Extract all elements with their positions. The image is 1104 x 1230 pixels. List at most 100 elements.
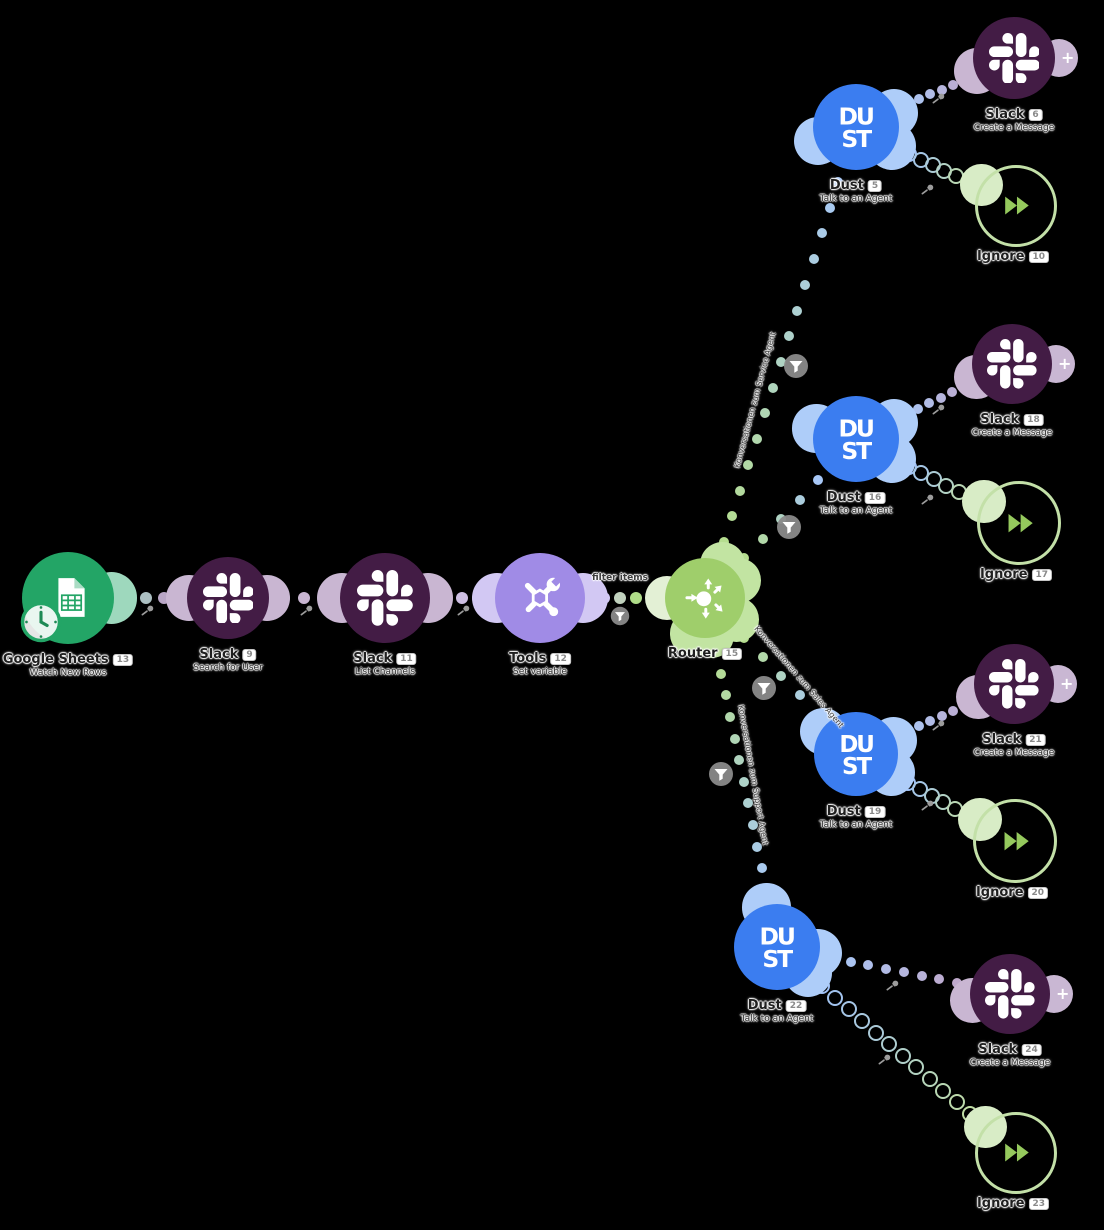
connection-filter-label[interactable]: Konversationen zum Service Agent <box>732 331 778 469</box>
svg-text:DU: DU <box>839 732 873 758</box>
node-order-badge: 18 <box>1023 414 1044 426</box>
node-name: Ignore <box>976 249 1025 264</box>
filter-funnel-icon[interactable] <box>751 675 777 701</box>
connection-dot <box>752 841 763 852</box>
connection-dot <box>925 716 936 726</box>
node-name: Ignore <box>979 567 1028 582</box>
node-order-badge: 12 <box>550 653 571 665</box>
add-module-plus-icon[interactable]: + <box>1058 354 1072 373</box>
node-order-badge: 16 <box>864 492 886 504</box>
node-router[interactable] <box>665 558 745 638</box>
connection-dot <box>743 459 754 470</box>
connection-dot <box>824 202 835 213</box>
wrench-icon[interactable] <box>921 184 934 196</box>
node-order-badge: 23 <box>1028 1198 1050 1210</box>
node-ignore-2[interactable] <box>977 481 1061 565</box>
connection-dot <box>854 1012 871 1029</box>
node-slack-search-user[interactable] <box>187 557 269 639</box>
slack-icon <box>202 572 254 624</box>
connection-dot <box>747 820 758 831</box>
connection-dot <box>757 652 768 662</box>
connection-dot <box>751 434 762 445</box>
node-name: Slack <box>980 412 1020 427</box>
slack-icon <box>357 570 413 626</box>
node-order-badge: 9 <box>242 649 257 661</box>
node-subtitle: Set variable <box>513 667 567 677</box>
connection-dot <box>916 970 927 981</box>
connection-dot <box>757 533 768 544</box>
connection-dot <box>881 1036 898 1053</box>
wrench-icon[interactable] <box>921 494 934 506</box>
svg-text:DU: DU <box>839 415 873 443</box>
connection-dot <box>914 721 925 731</box>
wrench-icon[interactable] <box>457 605 470 617</box>
wrench-icon[interactable] <box>886 980 899 992</box>
node-name: Dust <box>829 178 864 193</box>
node-subtitle: Create a Message <box>973 123 1055 133</box>
connection-dot <box>776 671 786 681</box>
connection-dot <box>816 228 827 239</box>
node-order-badge: 22 <box>785 1000 807 1012</box>
wrench-icon[interactable] <box>921 800 934 812</box>
connection-dot <box>946 387 957 398</box>
connection-filter-label[interactable]: filter items <box>592 573 648 583</box>
connection-dot <box>735 485 746 496</box>
node-slack-create-message-2[interactable] <box>972 324 1052 404</box>
node-slack-list-channels[interactable] <box>340 553 430 643</box>
connection-dot <box>784 331 795 342</box>
node-order-badge: 15 <box>721 648 743 660</box>
router-icon <box>680 573 730 623</box>
node-order-badge: 5 <box>867 180 883 192</box>
add-module-plus-icon[interactable]: + <box>1061 48 1075 67</box>
wrench-icon[interactable] <box>141 605 154 617</box>
connection-dot <box>833 177 843 187</box>
node-subtitle: Watch New Rows <box>29 668 107 678</box>
node-slack-create-message-3[interactable] <box>974 644 1054 724</box>
slack-icon <box>989 659 1039 709</box>
filter-funnel-icon[interactable] <box>776 514 802 540</box>
node-name: Router <box>667 646 718 661</box>
sheets-icon <box>39 569 96 626</box>
connection-dot <box>948 1094 965 1111</box>
filter-funnel-icon[interactable] <box>610 606 630 626</box>
node-slack-create-message-1[interactable] <box>973 17 1055 99</box>
node-ignore-4[interactable] <box>975 1112 1057 1194</box>
node-name: Google Sheets <box>2 652 109 667</box>
wrench-icon[interactable] <box>932 720 945 732</box>
node-name: Tools <box>509 651 547 666</box>
filter-funnel-icon[interactable] <box>783 353 809 379</box>
node-order-badge: 13 <box>112 654 134 666</box>
svg-text:ST: ST <box>763 945 794 973</box>
node-ignore-1[interactable] <box>975 165 1057 247</box>
connection-dot <box>614 592 626 604</box>
node-ignore-3[interactable] <box>973 799 1057 883</box>
node-name: Dust <box>826 804 861 819</box>
node-name: Dust <box>747 998 782 1013</box>
wrench-icon[interactable] <box>878 1054 891 1066</box>
wrench-icon[interactable] <box>300 605 313 617</box>
connection-dot <box>936 711 947 721</box>
node-tools-set-variable[interactable] <box>495 553 585 643</box>
wrench-icon[interactable] <box>932 404 945 416</box>
connection-dot <box>898 967 909 978</box>
connection-dot <box>867 1024 884 1041</box>
wrench-icon[interactable] <box>932 93 945 105</box>
slack-icon <box>985 969 1035 1019</box>
add-module-plus-icon[interactable]: + <box>1060 674 1074 693</box>
schedule-clock-icon[interactable] <box>19 600 63 644</box>
add-module-plus-icon[interactable]: + <box>1056 984 1070 1003</box>
node-slack-create-message-4[interactable] <box>970 954 1050 1034</box>
filter-funnel-icon[interactable] <box>708 761 734 787</box>
